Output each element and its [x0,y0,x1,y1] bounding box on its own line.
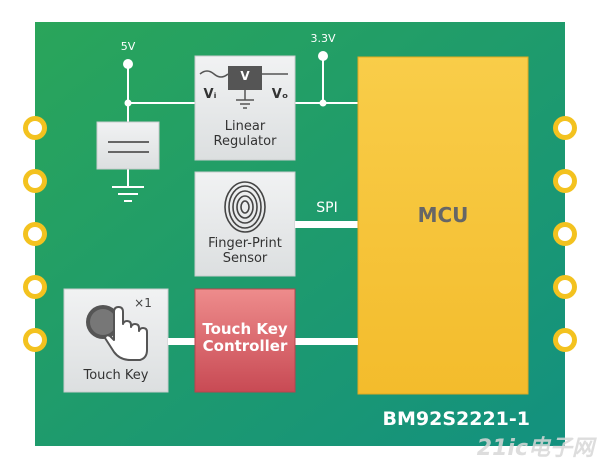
edge-pad-hole [28,280,42,294]
mcu-label: MCU [417,203,469,227]
edge-pad-hole [558,121,572,135]
touch-count-label: ×1 [134,296,152,310]
edge-pad-hole [28,333,42,347]
touch-key-link [168,338,195,345]
regulator-input-wave [199,70,229,78]
right-edge-mask [578,100,601,360]
label-5v: 5V [120,40,136,53]
fingerprint-ridge [240,200,250,214]
touch-key-label: Touch Key [83,368,149,383]
label-3-3v: 3.3V [310,32,336,45]
regulator-chip-icon [228,66,262,90]
node-33v-junction [319,99,327,107]
fingerprint-icon [224,181,266,233]
touch-key-controller-block [194,288,296,393]
node-5v-terminal [123,59,133,69]
edge-pad-hole [28,174,42,188]
regulator-vin-label: Vᵢ [203,87,217,102]
edge-pad-hole [558,227,572,241]
spi-bus [295,221,358,228]
edge-pad-hole [28,121,42,135]
part-number-label: BM92S2221-1 [382,408,530,430]
fingerprint-ridge [224,181,266,233]
left-edge-pads [23,116,47,352]
fingerprint-sensor-block [194,171,296,277]
fingerprint-ridge [236,195,254,219]
spi-label: SPI [316,200,338,216]
node-5v-junction [124,99,132,107]
watermark-label: 21ic电子网 [476,436,594,461]
ground-icon [112,186,144,202]
left-edge-mask [0,100,22,360]
right-edge-pads [553,116,577,352]
fingerprint-ridge [232,190,258,224]
capacitor-block [96,121,160,170]
touch-key-controller-label: Touch Key Controller [202,320,288,356]
finger-touch-icon [104,306,148,361]
linear-regulator-label: Linear Regulator [213,119,277,149]
edge-pad-hole [558,333,572,347]
edge-pad-hole [558,174,572,188]
edge-pad-hole [558,280,572,294]
fingerprint-sensor-label: Finger-Print Sensor [208,236,282,266]
touch-pad-icon-inner [90,309,116,335]
fingerprint-ridge [228,185,262,229]
regulator-vout-label: Vₒ [271,87,289,102]
mcu-block [357,56,529,395]
regulator-symbol-label: V [240,69,250,83]
edge-pad-hole [28,227,42,241]
node-33v-terminal [318,51,328,61]
controller-mcu-link [295,338,358,345]
